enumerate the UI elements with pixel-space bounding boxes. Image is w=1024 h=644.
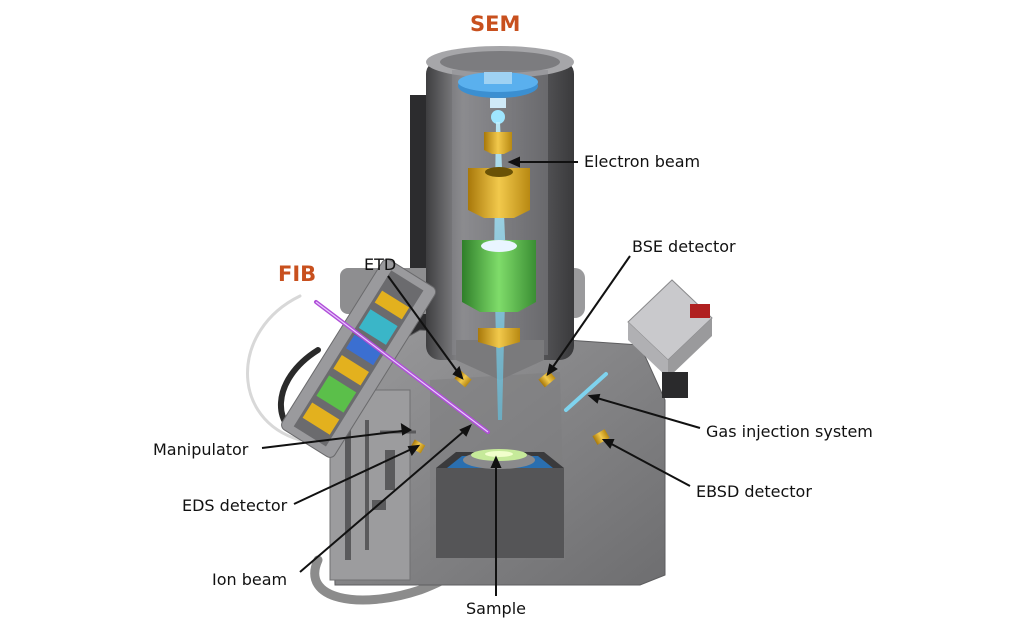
- label-sample: Sample: [466, 599, 526, 618]
- gas-injection-needle: [564, 372, 608, 412]
- leader-lines: [261, 156, 701, 596]
- label-eds-detector: EDS detector: [182, 496, 288, 515]
- electron-source: [458, 72, 538, 124]
- ion-beam-core: [315, 301, 489, 433]
- label-bse-detector: BSE detector: [632, 237, 736, 256]
- label-gas-injection-system: Gas injection system: [706, 422, 873, 441]
- sample-stage: [436, 449, 564, 558]
- fib-heading: FIB: [278, 262, 317, 286]
- label-electron-beam: Electron beam: [584, 152, 701, 171]
- sem-lenses: [462, 132, 536, 348]
- fib-column: [281, 258, 437, 458]
- sem-heading: SEM: [470, 12, 521, 36]
- label-ebsd-detector: EBSD detector: [696, 482, 812, 501]
- ebsd-camera: [627, 279, 713, 398]
- label-ion-beam: Ion beam: [212, 570, 288, 589]
- label-etd: ETD: [364, 255, 397, 274]
- label-manipulator: Manipulator: [153, 440, 249, 459]
